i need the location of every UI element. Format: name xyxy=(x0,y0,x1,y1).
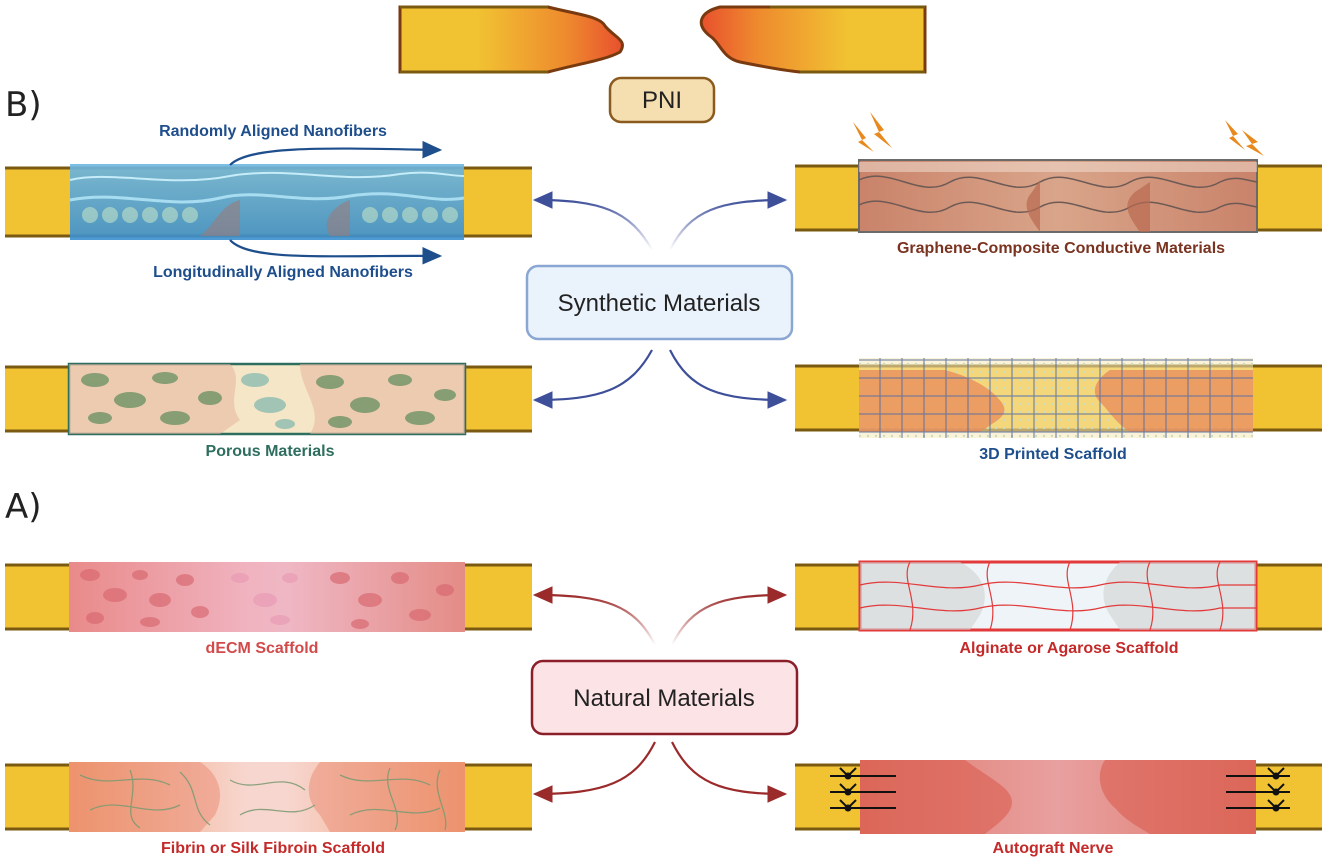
label-graphene: Graphene-Composite Conductive Materials xyxy=(897,240,1225,257)
pni-label: PNI xyxy=(642,87,682,114)
natural-materials-box: Natural Materials xyxy=(530,659,799,736)
random-fiber-arrow xyxy=(229,140,443,166)
section-a-marker: A) xyxy=(5,487,42,527)
alginate-conduit xyxy=(795,560,1322,632)
synthetic-materials-label: Synthetic Materials xyxy=(558,290,761,317)
natural-arrows xyxy=(532,586,788,803)
pni-injured-nerve xyxy=(398,5,927,74)
decm-conduit xyxy=(5,562,532,632)
longitudinal-fiber-arrow xyxy=(229,239,443,265)
label-random-nanofibers: Randomly Aligned Nanofibers xyxy=(159,123,387,140)
lightning-icon-left xyxy=(853,112,892,152)
suture-icon-left xyxy=(830,767,896,812)
autograft-conduit xyxy=(795,760,1322,834)
label-fibrin: Fibrin or Silk Fibroin Scaffold xyxy=(161,840,385,857)
3d-printed-conduit xyxy=(795,358,1322,438)
natural-materials-label: Natural Materials xyxy=(573,685,754,712)
graphene-conduit xyxy=(795,159,1322,233)
label-longitudinal-nanofibers: Longitudinally Aligned Nanofibers xyxy=(153,264,413,281)
porous-conduit xyxy=(5,362,532,436)
label-3d-printed: 3D Printed Scaffold xyxy=(979,446,1127,463)
synthetic-materials-box: Synthetic Materials xyxy=(525,264,794,341)
section-b-marker: B) xyxy=(5,85,42,125)
lightning-icon-right xyxy=(1225,120,1264,156)
suture-icon-right xyxy=(1226,767,1290,812)
label-porous: Porous Materials xyxy=(206,443,335,460)
pni-label-box: PNI xyxy=(608,76,716,124)
fibrin-conduit xyxy=(5,762,532,832)
label-decm: dECM Scaffold xyxy=(206,640,319,657)
nanofiber-conduit xyxy=(5,164,532,240)
label-autograft: Autograft Nerve xyxy=(993,840,1114,857)
label-alginate: Alginate or Agarose Scaffold xyxy=(960,640,1179,657)
synthetic-arrows xyxy=(532,191,788,409)
